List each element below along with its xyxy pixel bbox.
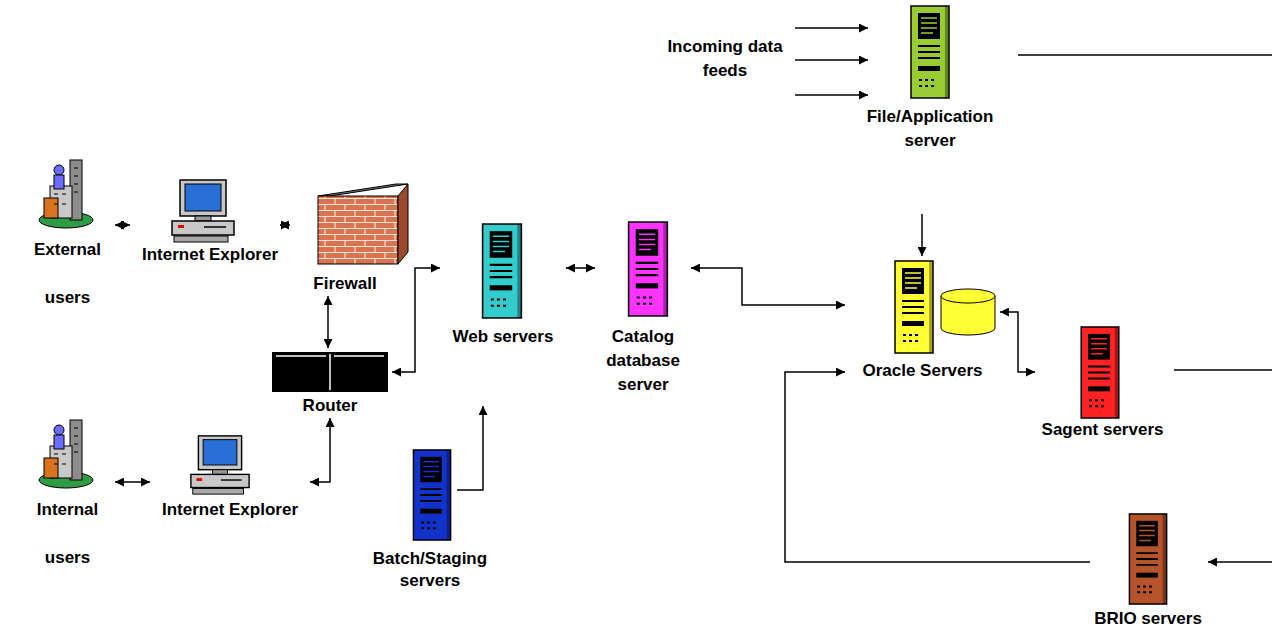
server-node: BRIO servers bbox=[1090, 505, 1206, 630]
server-icon bbox=[629, 222, 668, 316]
users-icon bbox=[39, 160, 93, 228]
server-node: Internet Explorer bbox=[130, 170, 290, 267]
node-label: External users bbox=[20, 226, 115, 322]
connector-arrow bbox=[392, 268, 440, 372]
connector-arrow bbox=[566, 267, 595, 269]
node-label: Web servers bbox=[453, 325, 554, 349]
node-label: Catalog database server bbox=[595, 325, 691, 397]
server-node: Catalog database server bbox=[595, 215, 691, 397]
note-label: Incoming data feeds bbox=[660, 35, 790, 83]
node-label: BRIO servers bbox=[1094, 608, 1202, 630]
server-icon bbox=[1081, 327, 1119, 418]
node-label: File/Application server bbox=[845, 105, 1015, 153]
node-label: Internet Explorer bbox=[162, 498, 298, 522]
node-label: Router bbox=[303, 394, 358, 418]
connector-arrow bbox=[327, 296, 329, 348]
server-node: Internal users bbox=[20, 415, 115, 582]
server-node: File/Application server bbox=[845, 2, 1015, 153]
server-node: Web servers bbox=[440, 215, 566, 349]
node-label: Batch/Staging servers bbox=[360, 548, 500, 592]
server-node: Internet Explorer bbox=[150, 428, 310, 522]
connector-arrow bbox=[115, 481, 150, 483]
pc-icon bbox=[191, 436, 249, 494]
node-label: Internet Explorer bbox=[142, 243, 278, 267]
node-label: Sagent servers bbox=[1042, 418, 1164, 442]
connector-arrow bbox=[691, 268, 845, 305]
server-node: External users bbox=[20, 155, 115, 322]
server-node: Sagent servers bbox=[1035, 322, 1170, 442]
feed-lines bbox=[457, 28, 1272, 562]
server-node: Router bbox=[268, 348, 392, 418]
disk-cylinder bbox=[941, 289, 995, 335]
node-label: Firewall bbox=[313, 272, 376, 296]
pc-icon bbox=[172, 180, 234, 242]
server-icon bbox=[1129, 514, 1166, 604]
node-label: Oracle Servers bbox=[862, 359, 982, 383]
server-node: Firewall bbox=[280, 175, 410, 296]
server-icon bbox=[911, 6, 949, 98]
connector-arrow bbox=[280, 224, 290, 226]
connector-arrow bbox=[785, 372, 1090, 562]
server-icon bbox=[413, 450, 450, 540]
server-icon bbox=[483, 224, 522, 318]
users-icon bbox=[39, 420, 93, 488]
server-icon bbox=[895, 261, 933, 353]
router-box bbox=[272, 352, 388, 392]
server-node: Oracle Servers bbox=[845, 250, 1000, 383]
firewall-wall bbox=[318, 184, 408, 264]
server-node: Batch/Staging servers bbox=[360, 440, 500, 592]
connector-arrow bbox=[310, 418, 330, 482]
node-label: Internal users bbox=[20, 486, 115, 582]
connector-arrow bbox=[1000, 312, 1035, 372]
connector-arrow bbox=[115, 224, 130, 226]
